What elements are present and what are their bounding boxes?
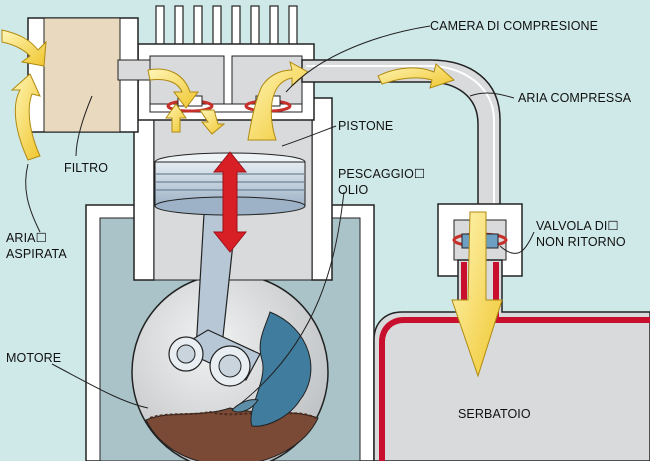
label-motore: MOTORE — [6, 351, 61, 365]
label-camera: CAMERA DI COMPRESIONE — [430, 19, 598, 33]
air-flow-arrow — [199, 109, 226, 135]
label-pistone: PISTONE — [338, 119, 393, 133]
leader-lines — [25, 25, 535, 409]
label-valvola-2: NON RITORNO — [536, 235, 626, 249]
label-serbatoio: SERBATOIO — [458, 407, 531, 421]
cooling-fins — [155, 5, 298, 47]
label-valvola-1: VALVOLA DI☐ — [536, 219, 619, 233]
intake-air-arrow — [1, 29, 47, 67]
intake-air-arrow — [10, 73, 41, 161]
label-aria-compressa: ARIA COMPRESSA — [518, 91, 632, 105]
air-flow-arrow — [377, 63, 455, 89]
air-flow-arrow — [165, 103, 187, 133]
label-pescaggio-2: OLIO — [338, 183, 368, 197]
delivery-pipe-highlight — [306, 65, 495, 210]
oil-dipper — [231, 399, 259, 413]
oil-surface — [149, 410, 317, 419]
label-aria-1: ARIA☐ — [6, 231, 47, 245]
air-flow-arrow — [147, 68, 199, 109]
piston-stroke-arrow — [212, 151, 248, 253]
crank-pin-hole — [176, 344, 196, 364]
tank — [373, 259, 650, 461]
intake-duct — [117, 59, 151, 81]
crank-shaft-hole — [218, 354, 242, 378]
cylinder-wall-right — [311, 97, 333, 281]
label-pescaggio-1: PESCAGGIO☐ — [338, 167, 425, 181]
label-filtro: FILTRO — [64, 161, 108, 175]
tank-lining-left — [379, 262, 467, 461]
label-aria-2: ASPIRATA — [6, 247, 67, 261]
filter-element — [43, 17, 121, 133]
tank-inflow-arrow — [451, 211, 503, 378]
counterweight — [250, 311, 312, 427]
valve-plate — [149, 103, 303, 113]
